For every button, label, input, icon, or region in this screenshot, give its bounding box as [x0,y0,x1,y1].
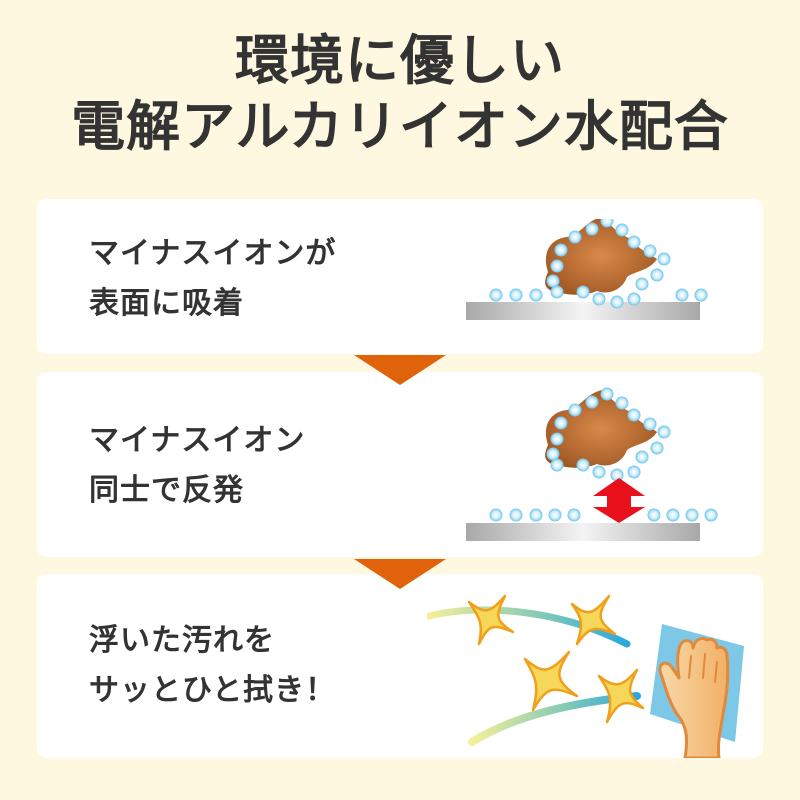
ions-repel-double-arrow-icon [466,387,718,541]
title-line-1: 環境に優しい [235,29,565,92]
step-card-wipe: 浮いた汚れを サッとひと拭き！ [37,574,763,758]
page-title: 環境に優しい 電解アルカリイオン水配合 [0,28,800,160]
step-text-line-1: 浮いた汚れを [89,623,275,658]
step-card-adsorb: マイナスイオンが 表面に吸着 [37,199,763,354]
step-text-line-1: マイナスイオンが [89,236,337,271]
red-double-arrow [593,478,645,523]
step-text: 浮いた汚れを サッとひと拭き！ [89,616,336,716]
step-text-line-2: 表面に吸着 [89,286,244,321]
ions-adsorb-on-dirt-icon [466,219,708,320]
title-line-2: 電解アルカリイオン水配合 [71,95,729,158]
step-arrow-2-icon [354,559,446,589]
step-text-line-2: サッとひと拭き！ [89,673,337,708]
step-text: マイナスイオン 同士で反発 [89,416,305,516]
step-arrow-1-icon [354,355,446,385]
step-text: マイナスイオンが 表面に吸着 [89,229,336,329]
step-card-repel: マイナスイオン 同士で反発 [37,372,763,557]
step-text-line-2: 同士で反発 [89,473,244,508]
hand-wiping-sparkles-icon [427,594,744,758]
step-text-line-1: マイナスイオン [89,423,306,458]
